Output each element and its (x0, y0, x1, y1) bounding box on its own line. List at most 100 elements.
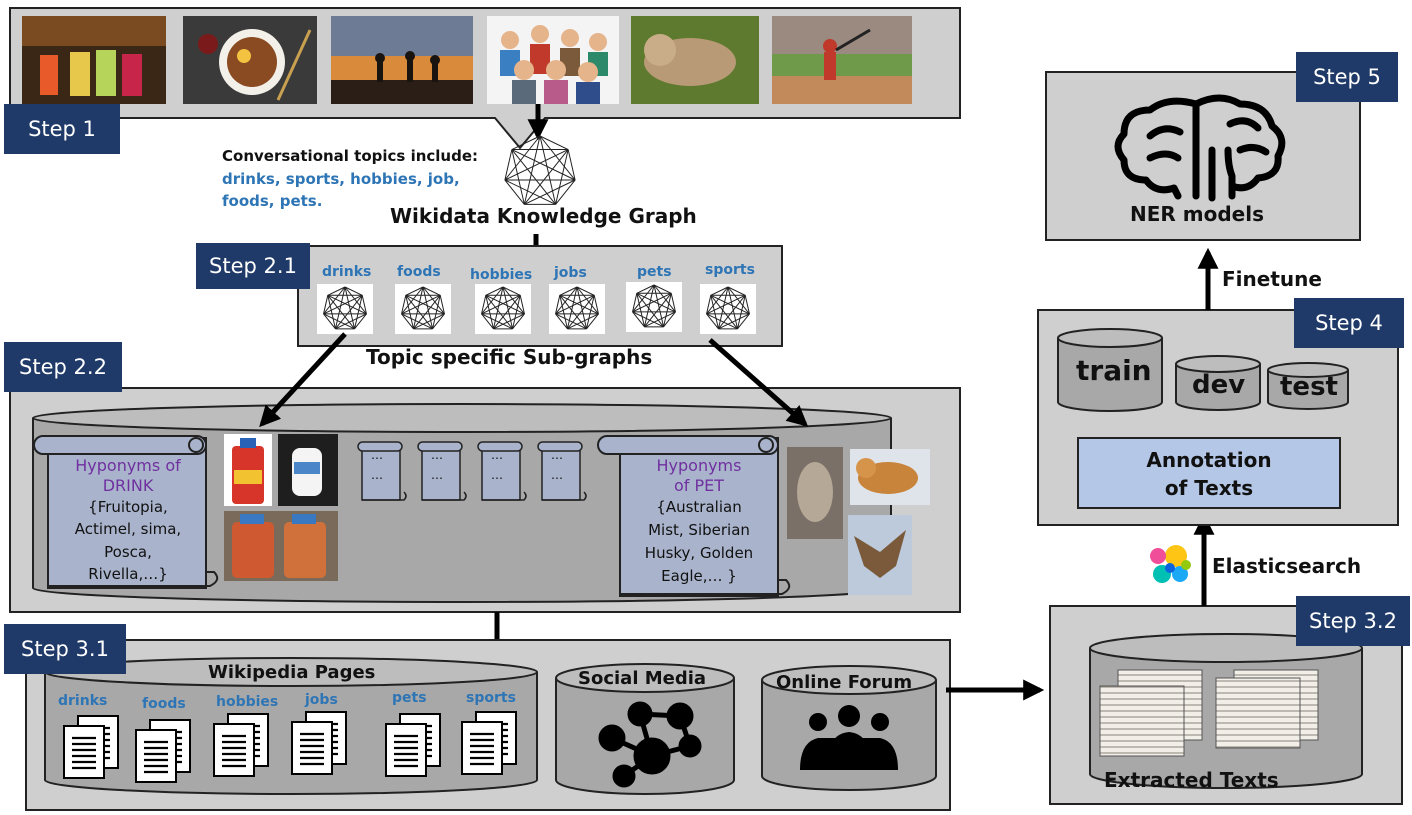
mini-scroll-part (357, 441, 403, 452)
graph-edge (519, 295, 525, 315)
elasticsearch-icon (1150, 545, 1191, 583)
photo-baseball (772, 16, 912, 104)
graph-edge (502, 286, 514, 329)
graph-edge (492, 286, 504, 329)
graph-edge (327, 294, 355, 330)
wiki-topic-drinks: drinks (58, 693, 108, 709)
graph-edge (555, 313, 587, 330)
graph-edge (555, 286, 578, 315)
graph-edge (636, 293, 645, 327)
photo-sima (224, 511, 338, 581)
drink-hyponym-line-3: Posca, (104, 543, 152, 561)
docs-jobs (291, 711, 347, 775)
graph-edge (663, 293, 672, 327)
elasticsearch-label: Elasticsearch (1212, 554, 1362, 578)
graph-edge (670, 293, 676, 313)
graph-edge (401, 313, 433, 330)
graph-edge (636, 284, 655, 294)
graph-edge (555, 295, 561, 315)
graph-edge (512, 295, 521, 329)
extracted-page-images (1099, 669, 1319, 757)
topics-intro-text: Conversational topics include: (222, 147, 479, 165)
graph-edge (737, 313, 750, 330)
graph-edge (523, 135, 541, 205)
wiki-topic-hobbies: hobbies (216, 694, 279, 710)
graph-edge (334, 286, 346, 329)
photo-volleyball (331, 16, 473, 104)
graph-edge (593, 295, 599, 315)
step-2-1-badge: Step 2.1 (196, 243, 310, 289)
mini-scroll-3-dots-b: … (491, 468, 503, 482)
annotation-box (1077, 437, 1341, 509)
graph-edge (422, 286, 445, 315)
train-label: train (1076, 354, 1152, 387)
graph-edge (710, 294, 750, 315)
graph-edge (653, 284, 672, 294)
pet-hyponym-heading-1: Hyponyms (656, 456, 742, 475)
topics-line-2: foods, pets. (222, 192, 323, 210)
mini-scroll-2 (417, 441, 467, 501)
online-forum-label: Online Forum (776, 672, 913, 693)
ner-models-caption: NER models (1130, 202, 1264, 226)
graph-edge (401, 313, 414, 330)
graph-edge (401, 295, 407, 315)
graph-edge (718, 294, 746, 330)
extracted-texts-caption: Extracted Texts (1104, 768, 1279, 792)
graph-edge (555, 179, 576, 205)
graph-edge (539, 135, 557, 205)
graph-edge (439, 295, 445, 315)
forum-people-icon (800, 705, 898, 770)
photo-actimel (278, 434, 338, 506)
mini-scroll-1-dots-b: … (371, 468, 383, 482)
graph-edge (706, 295, 712, 315)
graph-edge (504, 179, 525, 205)
subgraph-label-foods: foods (397, 264, 441, 280)
graph-edge (727, 286, 739, 329)
pet-hyponym-line-1: {Australian (656, 498, 742, 516)
graph-edge (481, 294, 521, 315)
social-media-label: Social Media (578, 668, 707, 689)
document-page (291, 721, 333, 775)
mini-scroll-1-dots-a: … (371, 448, 383, 462)
graph-edge (512, 313, 525, 330)
document-page (213, 723, 255, 777)
mini-scroll-part (417, 441, 463, 452)
graph-edge (644, 311, 676, 328)
graph-edge (727, 286, 750, 315)
photo-food (183, 16, 317, 104)
docs-sports (461, 711, 517, 775)
graph-edge (344, 286, 367, 315)
document-page (461, 721, 503, 775)
graph-edge (504, 179, 556, 205)
photo-people (487, 16, 619, 104)
graph-edge (323, 295, 329, 315)
step-5-badge: Step 5 (1296, 52, 1398, 102)
graph-edge (354, 295, 363, 329)
subgraph-foods (395, 284, 451, 334)
graph-edge (567, 313, 599, 330)
graph-edge (632, 311, 664, 328)
graph-edge (737, 295, 746, 329)
graph-edge (323, 313, 336, 330)
graph-edge (511, 149, 557, 205)
docs-pets (385, 713, 441, 777)
graph-edge (485, 286, 504, 296)
subgraph-jobs (549, 284, 605, 334)
graph-edge (559, 294, 599, 315)
document-page (135, 729, 177, 783)
graph-edge (323, 313, 355, 330)
annotation-line-1: Annotation (1146, 448, 1272, 472)
photo-golden-eagle (848, 515, 912, 595)
graph-edge (636, 292, 676, 313)
mini-scroll-4-dots-b: … (551, 468, 563, 482)
graph-edge (327, 286, 346, 296)
graph-edge (643, 284, 655, 327)
wikipedia-pages-title: Wikipedia Pages (208, 662, 376, 683)
pet-hyponym-line-4: Eagle,… } (661, 567, 737, 585)
graph-edge (576, 286, 588, 329)
graph-edge (327, 295, 336, 329)
drink-hyponym-heading-2: DRINK (102, 476, 154, 495)
test-cylinder (1267, 362, 1349, 410)
graph-edge (335, 294, 363, 330)
